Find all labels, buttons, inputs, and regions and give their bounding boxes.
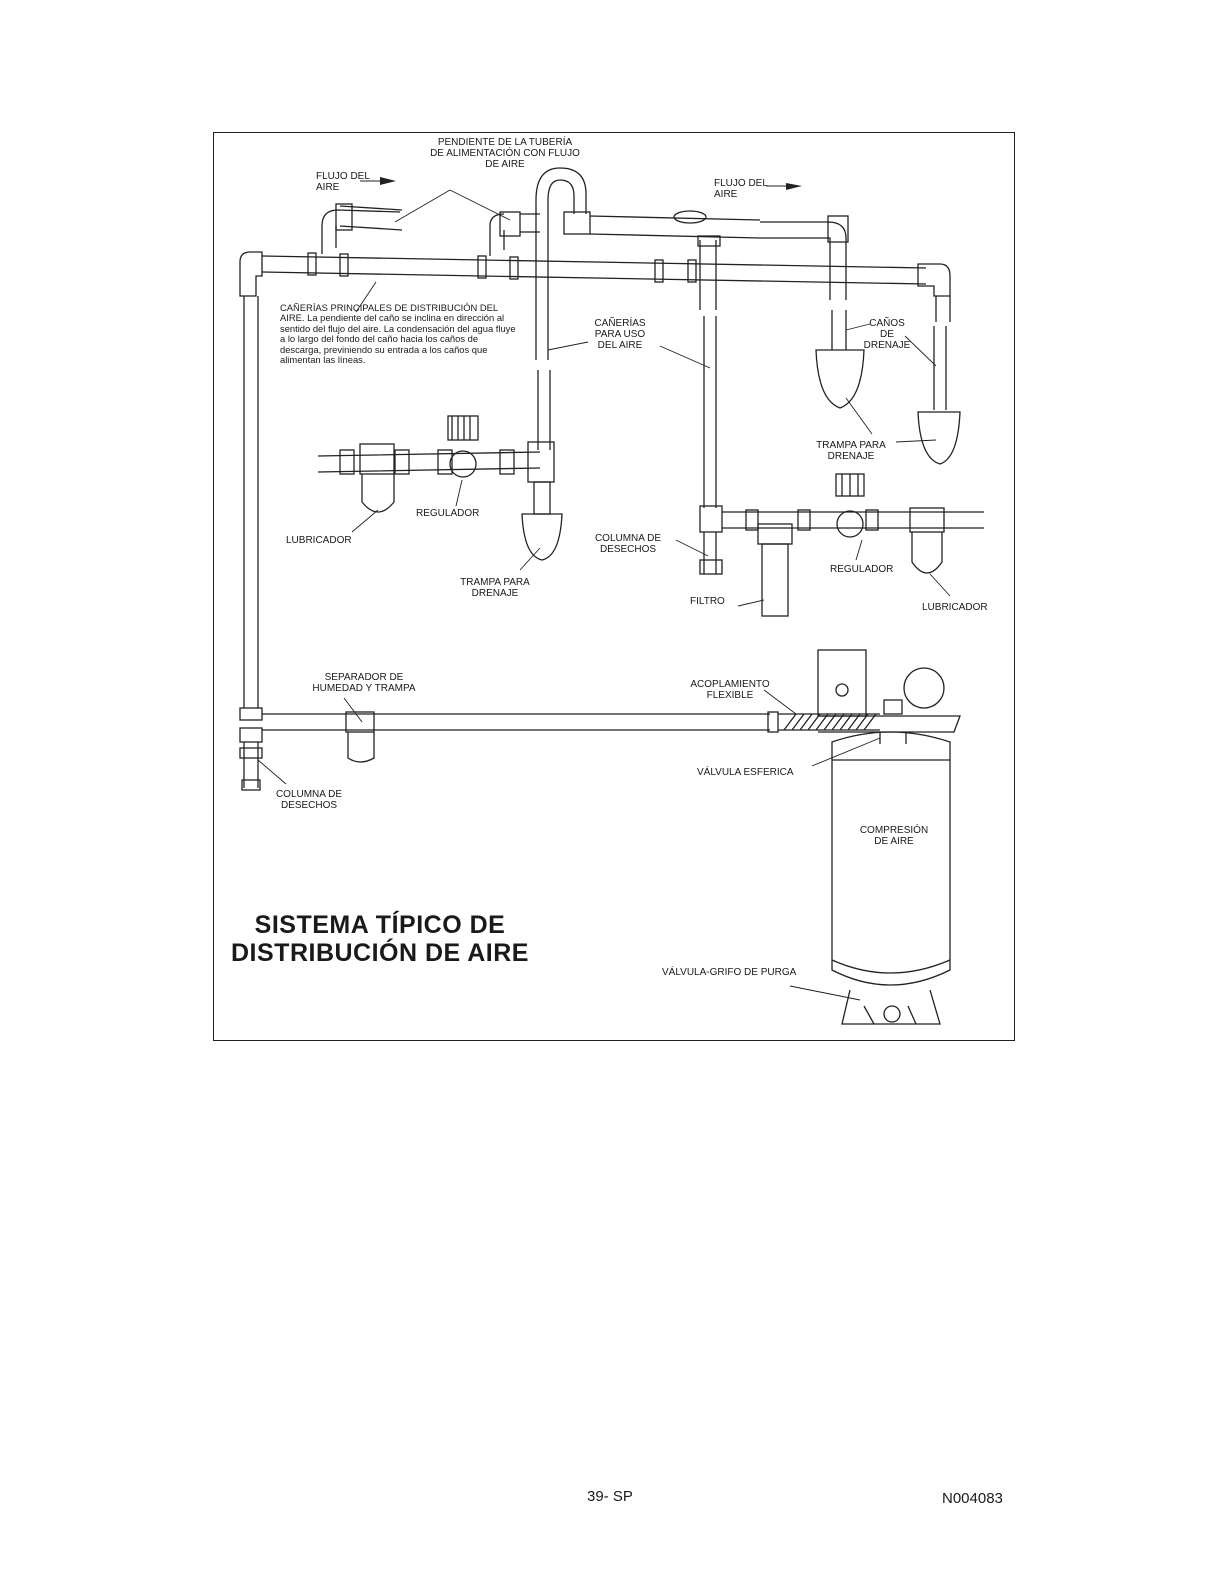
drain-trap-left-label-line2: DRENAJE [471, 588, 519, 599]
diagram-frame [213, 132, 1015, 1041]
flexible-coupling-label-line2: FLEXIBLE [706, 690, 754, 701]
separator-label-line1: SEPARADOR DE [324, 672, 404, 683]
flow-arrow-stems [360, 180, 788, 187]
main-distribution-pipe [239, 251, 951, 297]
flow-label-right-line1: FLUJO DEL [714, 178, 768, 189]
drain-valve-label: VÁLVULA-GRIFO DE PURGA [662, 967, 797, 978]
main-pipes-note-body: La pendiente del caño se inclina en dire… [280, 312, 516, 366]
drain-trap-right-label-line2: DRENAJE [827, 451, 875, 462]
waste-column-mid-label: COLUMNA DE DESECHOS [586, 533, 670, 555]
right-usage-station [699, 473, 984, 617]
flow-label-left-line1: FLUJO DEL [316, 171, 370, 182]
compressor-tank [817, 649, 961, 1025]
flow-label-left: FLUJO DEL AIRE [316, 171, 370, 193]
drain-trap-left-label: TRAMPA PARA DRENAJE [450, 577, 540, 599]
flexible-coupling-label-line1: ACOPLAMIENTO [690, 679, 770, 690]
diagram-title-line2: DISTRIBUCIÓN DE AIRE [231, 939, 529, 967]
filter-label: FILTRO [690, 596, 725, 607]
waste-column-left-label: COLUMNA DE DESECHOS [266, 789, 352, 811]
leader-lines [257, 189, 951, 1001]
waste-column-left-label-line2: DESECHOS [280, 800, 338, 811]
left-usage-station [317, 415, 563, 561]
lubricator-right-label: LUBRICADOR [922, 602, 988, 613]
right-branch-pipe [760, 215, 951, 322]
slope-label: PENDIENTE DE LA TUBERÍA DE ALIMENTACIÓN … [410, 137, 600, 170]
upper-branch-pipe [321, 203, 540, 256]
drain-traps [815, 310, 961, 465]
regulator-right-label: REGULADOR [830, 564, 894, 575]
waste-column-left-label-line1: COLUMNA DE [275, 789, 343, 800]
usage-pipes-label-line2: PARA USO [594, 329, 646, 340]
drain-pipes-label-line1: CAÑOS [869, 318, 905, 329]
flow-label-right-line2: AIRE [714, 189, 738, 200]
waste-column-mid-label-line1: COLUMNA DE [594, 533, 662, 544]
drain-pipes-label: CAÑOS DE DRENAJE [852, 318, 922, 351]
drain-trap-right-label: TRAMPA PARA DRENAJE [806, 440, 896, 462]
page-number: 39- SP [587, 1488, 633, 1505]
ball-valve-label: VÁLVULA ESFERICA [697, 767, 794, 778]
gooseneck-pipe [535, 167, 761, 360]
drain-trap-left-label-line1: TRAMPA PARA [460, 577, 530, 588]
compressor-feed-pipe [262, 711, 880, 763]
drain-pipes-label-line3: DRENAJE [863, 340, 911, 351]
separator-label-line2: HUMEDAD Y TRAMPA [312, 683, 416, 694]
compressed-air-label-line1: COMPRESIÓN [859, 825, 929, 836]
drain-trap-right-label-line1: TRAMPA PARA [816, 440, 886, 451]
diagram-title: SISTEMA TÍPICO DE DISTRIBUCIÓN DE AIRE [228, 911, 532, 967]
flow-arrows [380, 177, 802, 190]
drain-pipes-label-line2: DE [880, 329, 894, 340]
compressed-air-label-line2: DE AIRE [874, 836, 914, 847]
waste-column-mid-label-line2: DESECHOS [599, 544, 657, 555]
main-pipes-note-header: CAÑERÍAS PRINCIPALES DE DISTRIBUCIÓN DEL… [280, 302, 498, 324]
separator-label: SEPARADOR DE HUMEDAD Y TRAMPA [300, 672, 428, 694]
flow-label-right: FLUJO DEL AIRE [714, 178, 768, 200]
usage-drop-pipes [537, 235, 721, 508]
usage-pipes-label-line1: CAÑERÍAS [594, 318, 646, 329]
flow-label-left-line2: AIRE [316, 182, 340, 193]
slope-label-line1: PENDIENTE DE LA TUBERÍA [437, 137, 573, 148]
diagram-title-line1: SISTEMA TÍPICO DE [254, 911, 506, 939]
main-pipes-note: CAÑERÍAS PRINCIPALES DE DISTRIBUCIÓN DEL… [280, 302, 518, 366]
slope-label-line2: DE ALIMENTACIÓN CON FLUJO [430, 148, 580, 159]
document-code: N004083 [942, 1490, 1003, 1507]
slope-label-line3: DE AIRE [485, 159, 525, 170]
usage-pipes-label-line3: DEL AIRE [597, 340, 643, 351]
flexible-coupling-label: ACOPLAMIENTO FLEXIBLE [680, 679, 780, 701]
usage-pipes-label: CAÑERÍAS PARA USO DEL AIRE [582, 318, 658, 351]
compressed-air-label: COMPRESIÓN DE AIRE [852, 825, 936, 847]
lubricator-left-label: LUBRICADOR [286, 535, 352, 546]
regulator-left-label: REGULADOR [416, 508, 480, 519]
left-riser-pipe [239, 296, 263, 791]
